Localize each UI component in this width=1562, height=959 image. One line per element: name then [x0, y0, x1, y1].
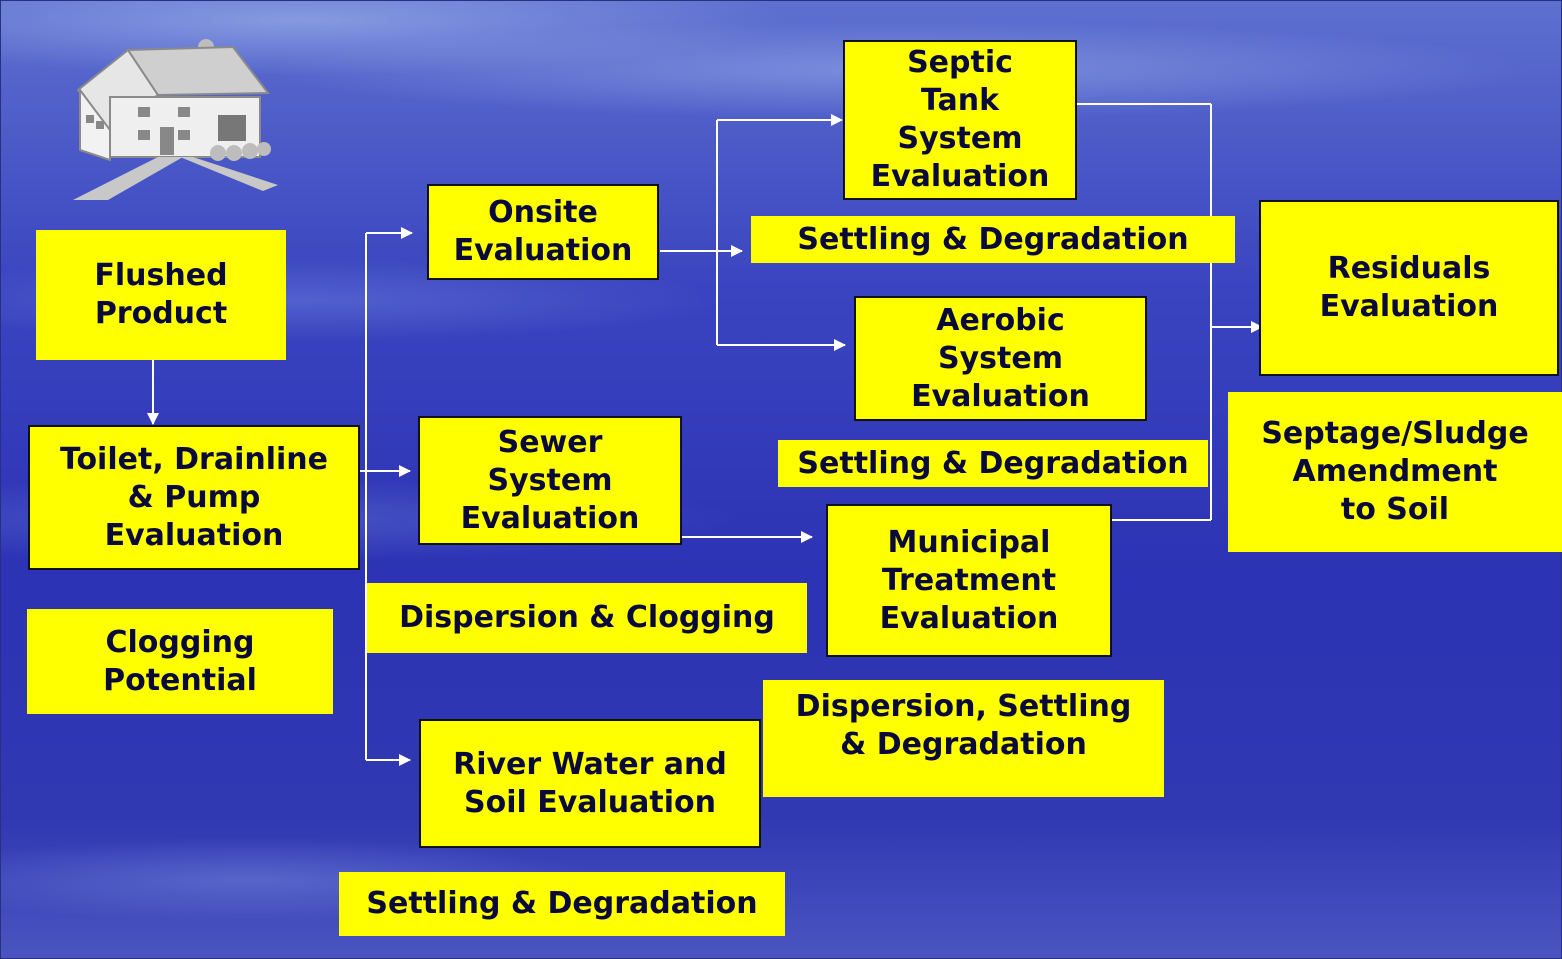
label-municipal-dispersion-settling: Dispersion, Settling & Degradation	[763, 680, 1164, 797]
node-river-water-soil: River Water and Soil Evaluation	[419, 719, 761, 848]
node-residuals-evaluation: Residuals Evaluation	[1259, 200, 1559, 376]
node-clogging-potential: Clogging Potential	[27, 609, 333, 714]
node-sewer-system-evaluation: Sewer System Evaluation	[418, 416, 682, 545]
node-toilet-drainline-pump: Toilet, Drainline & Pump Evaluation	[28, 425, 360, 570]
node-flushed-product: Flushed Product	[36, 230, 286, 360]
label-river-settling-degradation: Settling & Degradation	[339, 872, 785, 936]
node-onsite-evaluation: Onsite Evaluation	[427, 184, 659, 280]
house-icon	[73, 39, 278, 200]
label-onsite-settling-degradation: Settling & Degradation	[751, 216, 1235, 263]
label-sewer-dispersion-clogging: Dispersion & Clogging	[367, 583, 807, 653]
node-septic-tank-system: Septic Tank System Evaluation	[843, 40, 1077, 200]
node-municipal-treatment: Municipal Treatment Evaluation	[826, 504, 1112, 657]
node-aerobic-system: Aerobic System Evaluation	[854, 296, 1147, 421]
node-septage-sludge: Septage/Sludge Amendment to Soil	[1228, 392, 1562, 552]
label-aerobic-settling-degradation: Settling & Degradation	[778, 440, 1208, 487]
